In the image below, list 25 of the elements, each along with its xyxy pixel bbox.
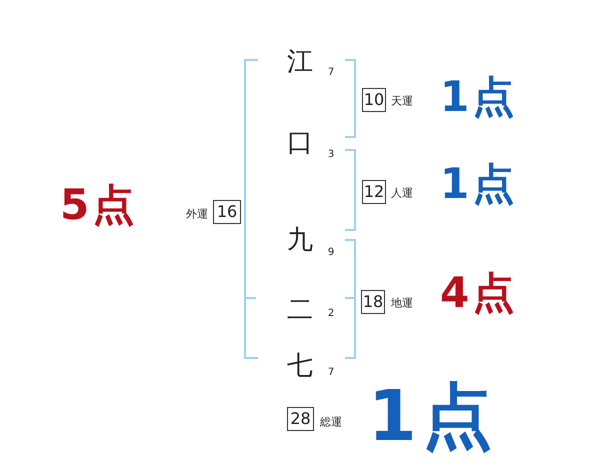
- score-text: 1点: [440, 163, 518, 205]
- name-character: 江: [287, 49, 313, 75]
- score-text: 1点: [368, 381, 498, 451]
- total-box: 12: [362, 180, 386, 204]
- fortune-label: 天運: [391, 96, 413, 106]
- fortune-label: 人運: [391, 188, 413, 198]
- total-box: 28: [287, 407, 314, 431]
- total-box: 10: [362, 88, 386, 112]
- fortune-label: 地運: [391, 298, 413, 308]
- stroke-count: 3: [328, 150, 334, 160]
- name-character: 口: [287, 130, 313, 156]
- fortune-label: 総運: [320, 416, 342, 428]
- score-text: 5点: [60, 184, 138, 226]
- total-box: 16: [213, 200, 241, 224]
- score-text: 4点: [440, 272, 518, 314]
- stroke-count: 9: [328, 248, 334, 258]
- stroke-count: 2: [328, 309, 334, 319]
- score-text: 1点: [440, 76, 518, 118]
- name-character: 七: [287, 353, 313, 379]
- fortune-label: 外運: [186, 208, 208, 220]
- name-character: 二: [287, 297, 313, 323]
- stroke-count: 7: [328, 68, 334, 78]
- stroke-count: 7: [328, 368, 334, 378]
- total-box: 18: [361, 290, 385, 314]
- name-character: 九: [287, 227, 313, 253]
